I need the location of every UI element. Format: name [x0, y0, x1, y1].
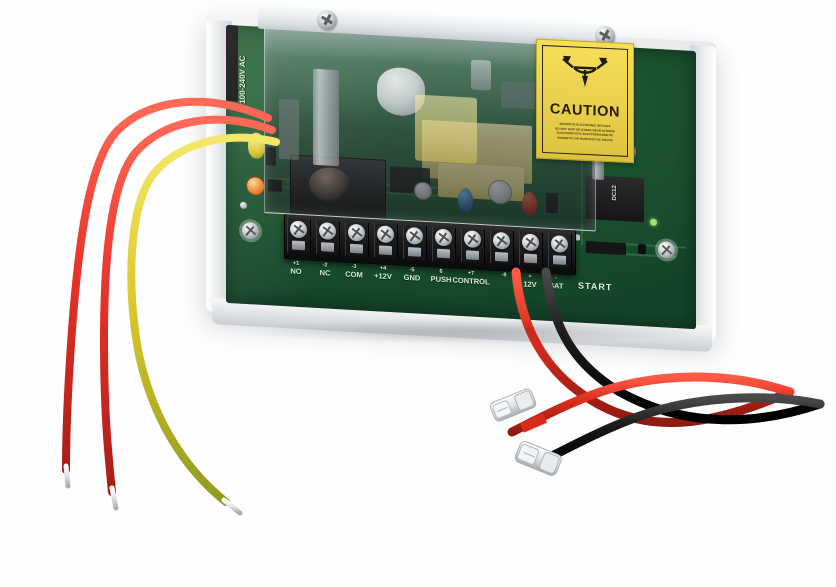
terminal-8[interactable]	[490, 229, 514, 265]
drop-shadow	[240, 318, 710, 344]
internal-component	[501, 81, 535, 110]
spade-terminal-positive	[490, 388, 537, 422]
mounting-screw-right	[658, 241, 675, 259]
terminal-4[interactable]	[374, 223, 398, 259]
terminal-clamp	[292, 240, 305, 251]
terminal-clamp	[466, 250, 479, 261]
terminal-3[interactable]	[345, 221, 369, 257]
terminal-label-10: -BAT	[548, 275, 564, 291]
terminal-clamp	[350, 243, 363, 254]
terminal-clamp	[321, 242, 334, 252]
terminal-5[interactable]	[403, 224, 427, 261]
terminal-clamp	[553, 255, 566, 265]
ac-wire-live-tip	[63, 463, 71, 489]
ac-wire-neutral-tip	[109, 485, 119, 511]
terminal-screw[interactable]	[522, 233, 539, 252]
terminal-screw[interactable]	[319, 222, 336, 241]
yellow-capacitor	[248, 132, 265, 160]
terminal-screw[interactable]	[377, 225, 394, 244]
solder-pad	[240, 201, 247, 210]
internal-heatsink	[313, 68, 339, 167]
spade-terminal-negative	[514, 441, 562, 476]
cover-screw-left[interactable]	[318, 10, 337, 31]
smd-part	[638, 243, 646, 255]
terminal-10[interactable]	[548, 232, 572, 269]
terminal-screw[interactable]	[464, 230, 481, 249]
terminal-1[interactable]	[287, 218, 311, 254]
internal-component	[279, 98, 299, 160]
esd-sensitive-icon	[558, 51, 612, 101]
silkscreen-right-marking: DC12	[612, 185, 618, 201]
terminal-screw[interactable]	[348, 223, 365, 242]
status-led	[650, 218, 657, 226]
terminal-7[interactable]	[461, 228, 485, 264]
power-supply-enclosure: 100-240V AC	[206, 4, 716, 353]
battery-positive-sleeve	[520, 413, 547, 433]
battery-wire-positive-return	[507, 372, 795, 437]
smd-chip	[586, 240, 626, 256]
terminal-6[interactable]	[432, 226, 456, 262]
caution-label: CAUTION SENSITIVE ELECTRONIC DEVICES DO …	[536, 38, 634, 164]
ac-wire-earth-tip	[221, 497, 243, 516]
mounting-screw-left	[242, 221, 259, 240]
internal-inductor	[471, 59, 491, 91]
caution-fine-print: SENSITIVE ELECTRONIC DEVICES DO NOT SHIP…	[548, 121, 622, 143]
trimmer-potentiometer	[246, 175, 265, 197]
internal-x-capacitor	[415, 94, 477, 164]
terminal-screw[interactable]	[493, 231, 510, 250]
terminal-screw[interactable]	[435, 228, 452, 247]
terminal-screw[interactable]	[406, 226, 423, 245]
terminal-2[interactable]	[316, 219, 340, 256]
terminal-clamp	[408, 247, 421, 257]
terminal-9[interactable]	[519, 231, 543, 267]
terminal-clamp	[524, 253, 537, 264]
battery-wire-negative-return	[543, 393, 825, 463]
terminal-clamp	[437, 248, 450, 259]
terminal-clamp	[379, 245, 392, 256]
terminal-clamp	[495, 251, 508, 262]
terminal-screw[interactable]	[290, 220, 307, 239]
terminal-screw[interactable]	[551, 235, 568, 253]
silkscreen-ac-input: 100-240V AC	[238, 55, 247, 105]
